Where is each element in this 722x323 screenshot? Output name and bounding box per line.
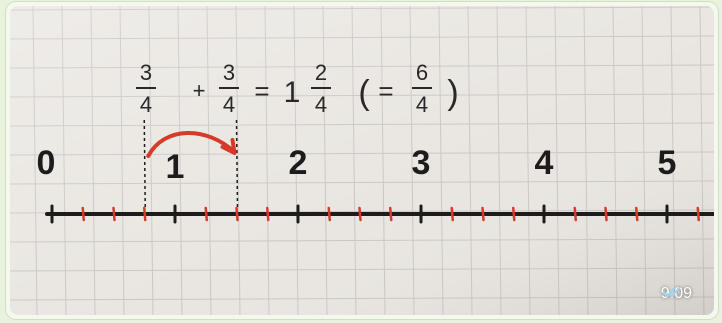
mixed-numerator: 2 bbox=[315, 60, 327, 85]
minor-tick bbox=[390, 208, 391, 220]
fraction-2-numerator: 3 bbox=[223, 60, 235, 85]
message-meta: 9.09 bbox=[661, 285, 692, 303]
tick-label-0: 0 bbox=[37, 144, 56, 182]
open-paren: ( bbox=[358, 74, 370, 112]
minor-tick bbox=[698, 208, 699, 220]
minor-tick bbox=[606, 208, 607, 220]
improper-numerator: 6 bbox=[416, 60, 428, 85]
fraction-2-denominator: 4 bbox=[223, 92, 235, 117]
minor-tick bbox=[144, 208, 145, 220]
minor-tick bbox=[452, 208, 453, 220]
minor-tick bbox=[114, 208, 115, 220]
mixed-denominator: 4 bbox=[315, 92, 327, 117]
tick-label-4: 4 bbox=[535, 144, 554, 182]
tick-label-1: 1 bbox=[166, 148, 185, 186]
equals-sign-2: = bbox=[378, 76, 393, 106]
fraction-1-denominator: 4 bbox=[140, 92, 152, 117]
end-guide bbox=[237, 120, 238, 208]
minor-tick bbox=[360, 208, 361, 220]
minor-tick bbox=[83, 208, 84, 220]
minor-tick bbox=[636, 208, 637, 220]
tick-label-2: 2 bbox=[289, 144, 308, 182]
mixed-whole: 1 bbox=[284, 76, 301, 109]
lighting-overlay bbox=[10, 6, 714, 315]
minor-tick bbox=[237, 208, 238, 220]
tick-label-3: 3 bbox=[412, 144, 431, 182]
equals-sign: = bbox=[254, 76, 269, 106]
minor-tick bbox=[329, 208, 330, 220]
start-guide bbox=[144, 120, 145, 208]
close-paren: ) bbox=[447, 74, 458, 112]
minor-tick bbox=[575, 208, 576, 220]
minor-tick bbox=[513, 208, 514, 220]
minor-tick bbox=[206, 208, 207, 220]
photo-attachment[interactable]: 3 4 + 3 4 = 1 2 4 ( = 6 4 ) bbox=[10, 6, 714, 315]
notebook-photo: 3 4 + 3 4 = 1 2 4 ( = 6 4 ) bbox=[10, 6, 714, 315]
fraction-1-numerator: 3 bbox=[140, 60, 152, 85]
minor-tick bbox=[483, 208, 484, 220]
message-bubble: 3 4 + 3 4 = 1 2 4 ( = 6 4 ) bbox=[6, 2, 718, 319]
tick-label-5: 5 bbox=[658, 144, 677, 182]
improper-denominator: 4 bbox=[416, 92, 428, 117]
plus-sign: + bbox=[193, 78, 206, 103]
double-check-read-icon bbox=[661, 285, 687, 299]
minor-tick bbox=[267, 208, 268, 220]
